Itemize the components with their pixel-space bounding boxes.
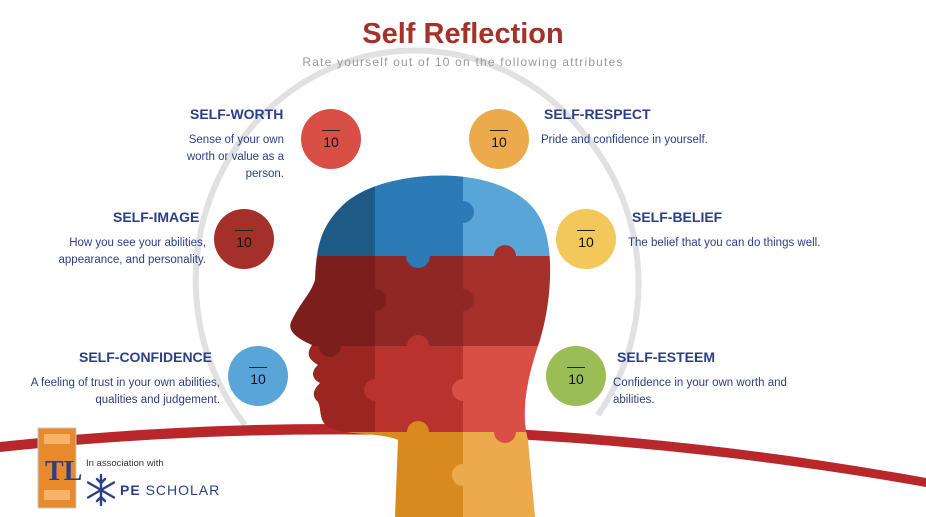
pe-scholar-bold: PE [120,482,141,498]
score-blank [322,130,340,131]
self-respect-description: Pride and confidence in yourself. [541,134,708,146]
score-blank [577,230,595,231]
association-text: In association with [86,458,164,469]
page-title: Self Reflection [362,18,564,50]
self-image-description: How you see your abilities, appearance, … [58,237,206,266]
score-blank [567,367,585,368]
score-blank [249,367,267,368]
score-denominator: 10 [323,134,339,150]
tl-logo-letters: TL [45,456,82,487]
self-belief-description: The belief that you can do things well. [628,237,821,249]
score-blank [235,230,253,231]
pe-scholar-wordmark: PE SCHOLAR [120,482,220,498]
head-puzzle [290,175,551,517]
score-denominator: 10 [568,371,584,387]
self-worth-title: SELF-WORTH [190,106,284,122]
background-arc-right [582,133,642,417]
pe-scholar-snowflake-icon [86,473,116,507]
self-image-title: SELF-IMAGE [113,209,200,225]
score-denominator: 10 [491,134,507,150]
self-confidence-description: A feeling of trust in your own abilities… [30,377,220,406]
background-arc [192,47,588,427]
tl-logo [37,427,77,509]
self-respect-score-circle[interactable]: 10 [469,109,529,169]
self-confidence-score-circle[interactable]: 10 [228,346,288,406]
self-esteem-score-circle[interactable]: 10 [546,346,606,406]
pe-scholar-rest: SCHOLAR [140,482,221,498]
score-blank [490,130,508,131]
score-denominator: 10 [578,234,594,250]
self-belief-title: SELF-BELIEF [632,209,723,225]
score-denominator: 10 [250,371,266,387]
self-confidence-title: SELF-CONFIDENCE [79,349,212,365]
self-worth-description: Sense of your own worth or value as a pe… [186,134,284,180]
score-denominator: 10 [236,234,252,250]
self-worth-score-circle[interactable]: 10 [301,109,361,169]
self-image-score-circle[interactable]: 10 [214,209,274,269]
self-belief-score-circle[interactable]: 10 [556,209,616,269]
self-respect-title: SELF-RESPECT [544,106,651,122]
self-esteem-title: SELF-ESTEEM [617,349,716,365]
page-subtitle: Rate yourself out of 10 on the following… [302,55,624,69]
self-esteem-description: Confidence in your own worth and abiliti… [613,377,787,406]
